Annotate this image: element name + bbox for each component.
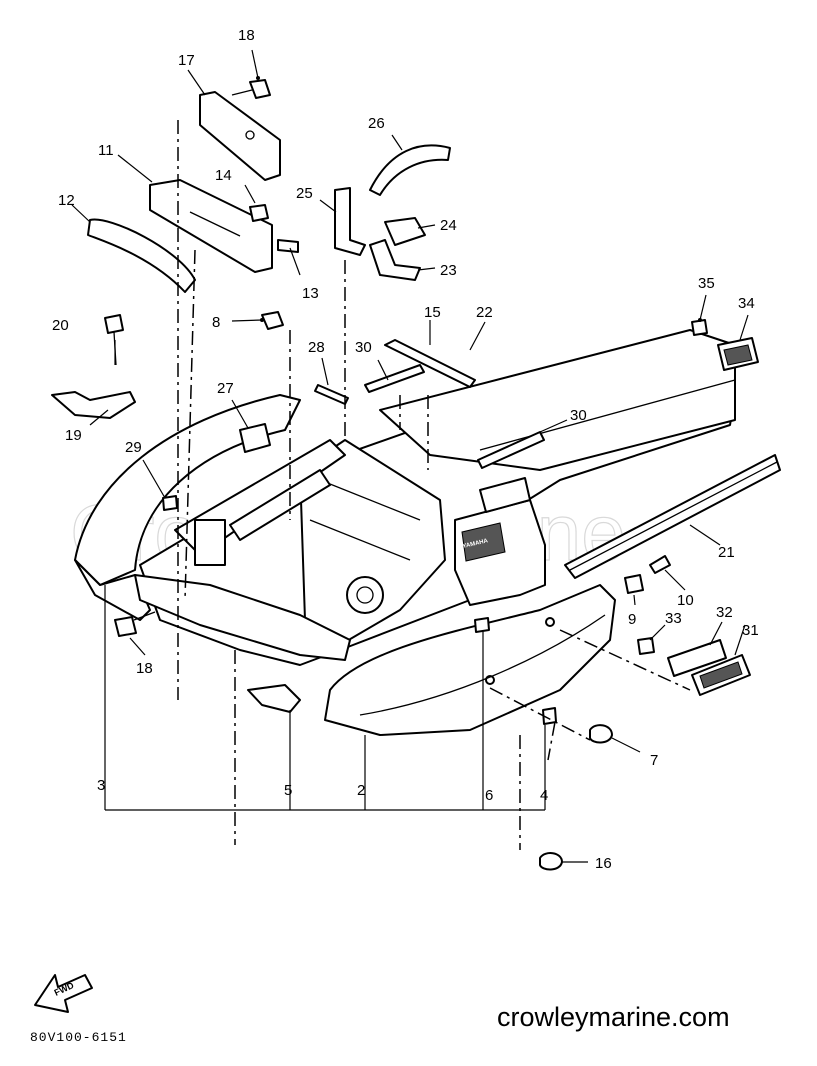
site-link[interactable]: crowleymarine.com: [497, 1002, 730, 1032]
callout-22: 22: [476, 304, 493, 321]
grommet-8: [261, 311, 284, 330]
plug-6: [474, 617, 490, 633]
clip-23: [369, 239, 421, 281]
logo-badge-text: YAMAHA: [462, 538, 489, 550]
callout-19: 19: [65, 427, 82, 444]
callout-18-top: 18: [238, 27, 255, 44]
callout-30-upper: 30: [355, 339, 372, 356]
plug-16: [539, 852, 563, 871]
bracket-24: [384, 217, 426, 246]
callout-4: 4: [540, 787, 548, 804]
plate-32: [667, 639, 727, 677]
callout-7: 7: [650, 752, 658, 769]
leader-lines: [71, 49, 749, 863]
callout-13: 13: [302, 285, 319, 302]
bolt-18-top: [231, 79, 271, 99]
plug-7: [589, 724, 613, 744]
bracket-25: [334, 187, 366, 256]
plate-11: [149, 179, 273, 273]
hull-assembly: [74, 329, 781, 736]
callout-34: 34: [738, 295, 755, 312]
callout-25: 25: [296, 185, 313, 202]
callout-10: 10: [677, 592, 694, 609]
callout-12: 12: [58, 192, 75, 209]
strip-12: [87, 218, 196, 293]
callout-30-lower: 30: [570, 407, 587, 424]
callout-numbers: 2 3 4 5 6 7 8 9 10 11 12 13 14 15 16 17 …: [52, 27, 759, 872]
bolt-20: [104, 314, 124, 366]
nut-35: [691, 319, 708, 336]
callout-27: 27: [217, 380, 234, 397]
callout-8: 8: [212, 314, 220, 331]
callout-3: 3: [97, 777, 105, 794]
callout-6: 6: [485, 787, 493, 804]
callout-14: 14: [215, 167, 232, 184]
callout-23: 23: [440, 262, 457, 279]
cap-29: [162, 495, 178, 511]
callout-11: 11: [98, 142, 114, 159]
callout-35: 35: [698, 275, 715, 292]
rail-15: [384, 339, 476, 388]
callout-29: 29: [125, 439, 142, 456]
nut-14: [249, 204, 269, 222]
fwd-arrow-icon: FWD: [34, 974, 93, 1013]
callout-15: 15: [424, 304, 441, 321]
bolt-10: [649, 555, 671, 574]
strip-30b: [477, 431, 545, 469]
callout-20: 20: [52, 317, 69, 334]
callout-31: 31: [742, 622, 759, 639]
callout-32: 32: [716, 604, 733, 621]
callout-24: 24: [440, 217, 457, 234]
washer-9: [624, 574, 644, 594]
grip-26: [369, 144, 451, 196]
bolt-18-lower: [114, 611, 156, 637]
callout-16: 16: [595, 855, 612, 872]
callout-5: 5: [284, 782, 292, 799]
label-13: [277, 239, 299, 253]
callout-33: 33: [665, 610, 682, 627]
cover-19: [51, 391, 136, 419]
callout-21: 21: [718, 544, 735, 561]
mount-27: [239, 423, 271, 453]
diagram-code: 80V100-6151: [30, 1030, 127, 1045]
callout-2: 2: [357, 782, 365, 799]
clip-5: [247, 684, 301, 713]
strip-30a: [364, 364, 425, 393]
centerlines: [177, 120, 691, 850]
strip-28: [314, 384, 349, 405]
callout-9: 9: [628, 611, 636, 628]
callout-17: 17: [178, 52, 195, 69]
nut-33: [637, 637, 655, 655]
callout-18-lower: 18: [136, 660, 153, 677]
bracket-17: [199, 91, 281, 181]
callout-26: 26: [368, 115, 385, 132]
callout-28: 28: [308, 339, 325, 356]
